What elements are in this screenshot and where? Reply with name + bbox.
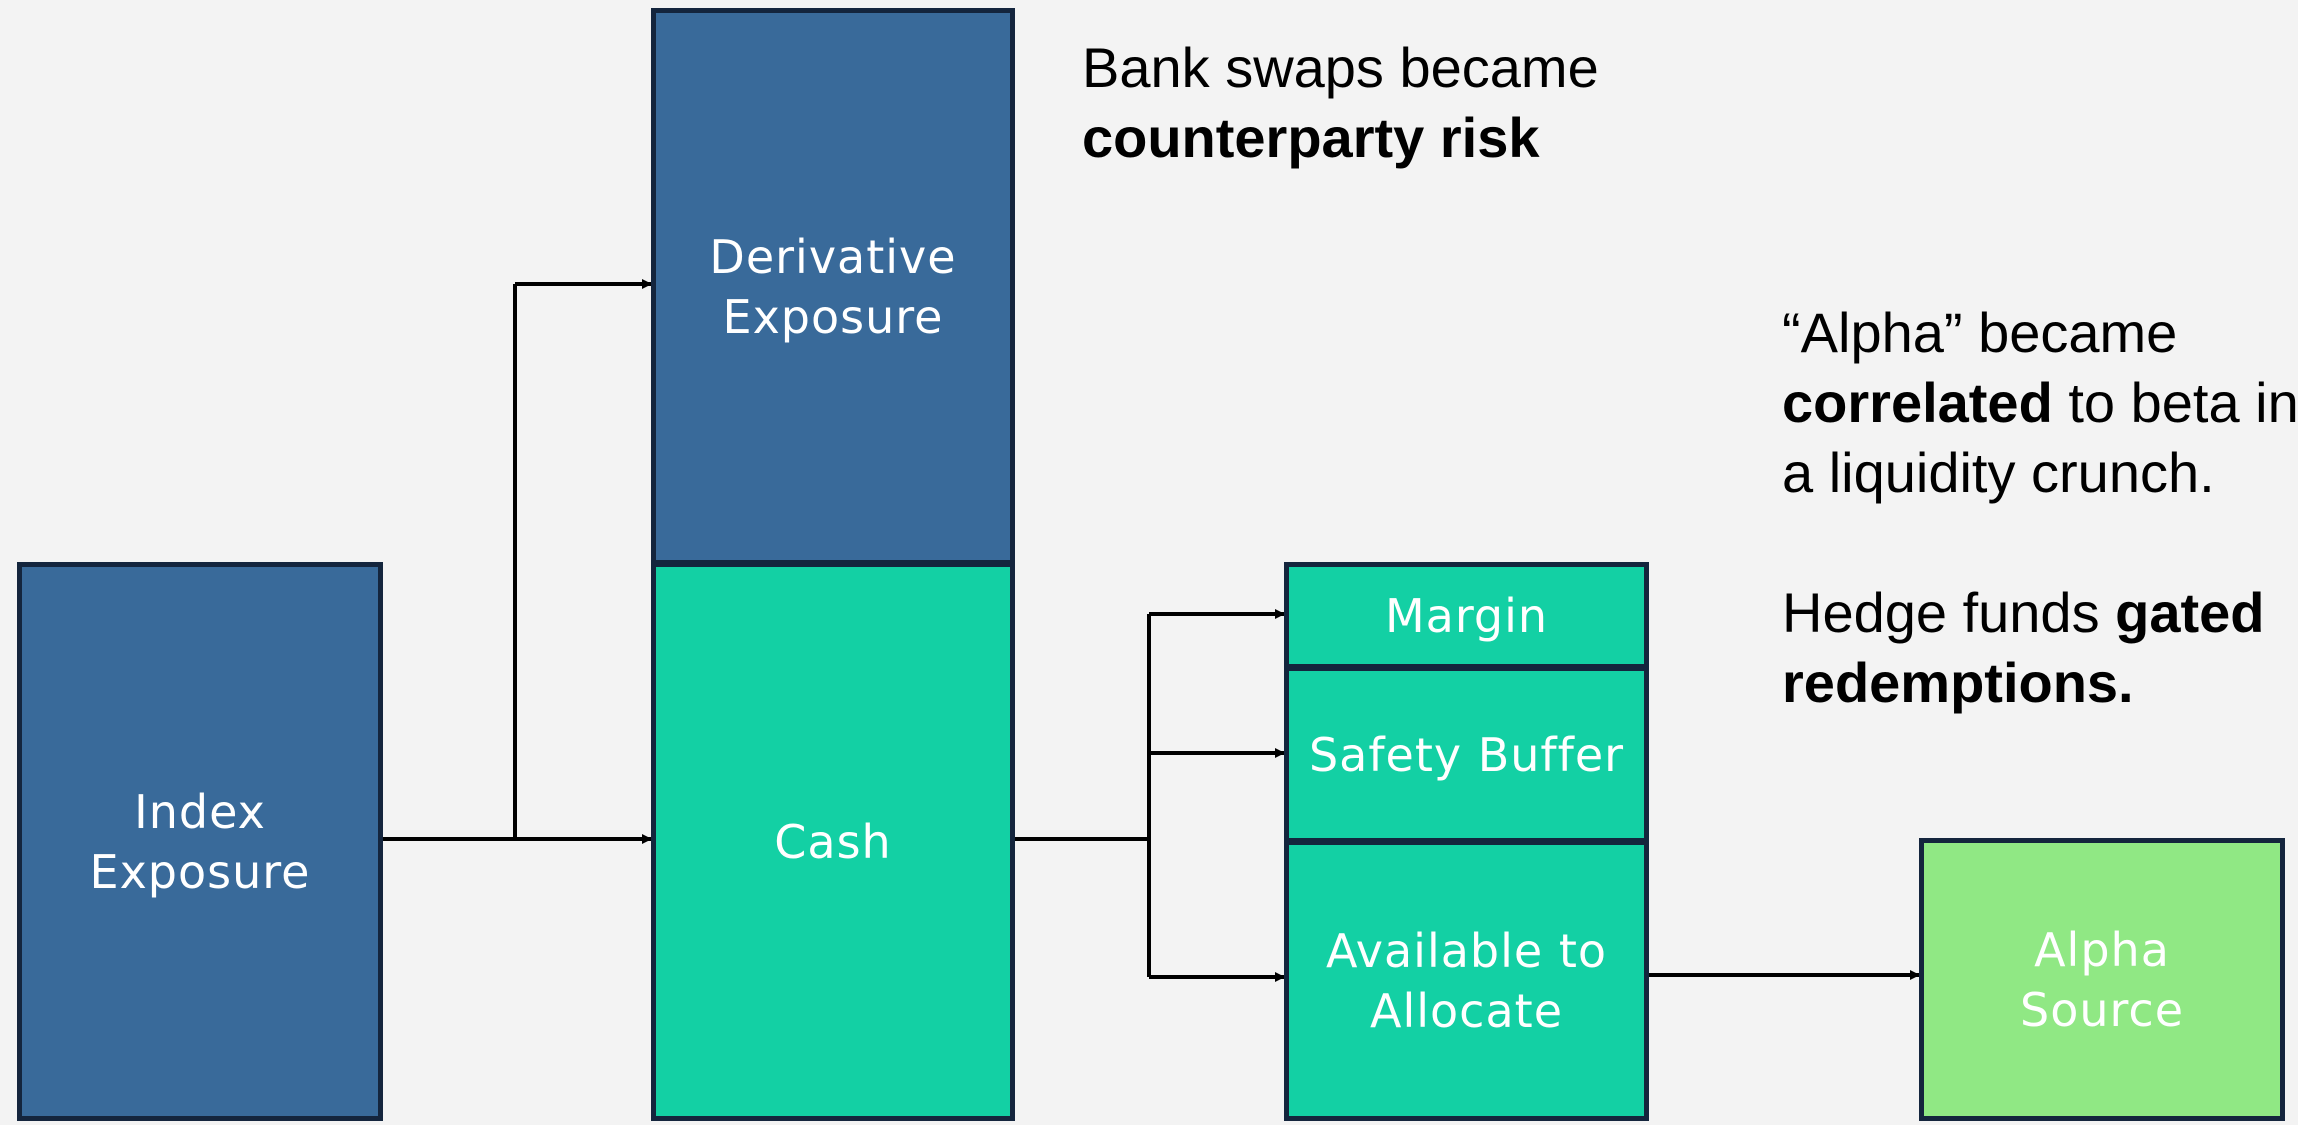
bank-swaps-line-2: counterparty risk (1082, 103, 1599, 173)
margin-label: Margin (1384, 588, 1549, 643)
alpha-note-correlated-bold: correlated (1782, 371, 2053, 434)
index-exposure-box: Index Exposure (17, 562, 383, 1121)
margin-box: Margin (1284, 562, 1649, 669)
alpha-source-box: Alpha Source (1919, 838, 2285, 1121)
alpha-note-gated-bold: gated (2115, 581, 2265, 644)
bank-swaps-bold-text: counterparty risk (1082, 106, 1540, 169)
alpha-note-line-3: a liquidity crunch. (1782, 441, 2215, 504)
cash-box: Cash (651, 562, 1015, 1121)
derivative-exposure-label-line-1: Derivative (709, 229, 957, 284)
alpha-correlation-annotation: “Alpha” became correlated to beta in a l… (1782, 298, 2298, 718)
safety-buffer-label: Safety Buffer (1308, 727, 1625, 782)
derivative-exposure-label-line-2: Exposure (722, 289, 944, 344)
alpha-note-spacer (1782, 508, 2298, 578)
index-exposure-label-line-2: Exposure (89, 844, 311, 899)
alpha-note-line-5: redemptions. (1782, 648, 2298, 718)
bank-swaps-line-1: Bank swaps became (1082, 36, 1599, 99)
alpha-note-hedge-funds-text: Hedge funds (1782, 581, 2116, 644)
derivative-exposure-box: Derivative Exposure (651, 8, 1015, 565)
cash-label: Cash (774, 814, 892, 869)
bank-swaps-annotation: Bank swaps became counterparty risk (1082, 33, 1599, 173)
safety-buffer-box: Safety Buffer (1284, 666, 1649, 843)
alpha-source-label-line-1: Alpha (2034, 922, 2170, 977)
alpha-note-line-4: Hedge funds gated (1782, 578, 2298, 648)
alpha-note-line-2-rest: to beta in (2052, 371, 2298, 434)
available-to-allocate-label-line-1: Available to (1325, 923, 1607, 978)
available-to-allocate-label-line-2: Allocate (1370, 983, 1563, 1038)
alpha-source-label-line-2: Source (2020, 982, 2184, 1037)
alpha-note-redemptions-bold: redemptions. (1782, 651, 2134, 714)
alpha-note-line-2: correlated to beta in (1782, 368, 2298, 438)
available-to-allocate-box: Available to Allocate (1284, 840, 1649, 1121)
alpha-note-line-1: “Alpha” became (1782, 301, 2178, 364)
index-exposure-label-line-1: Index (134, 784, 266, 839)
